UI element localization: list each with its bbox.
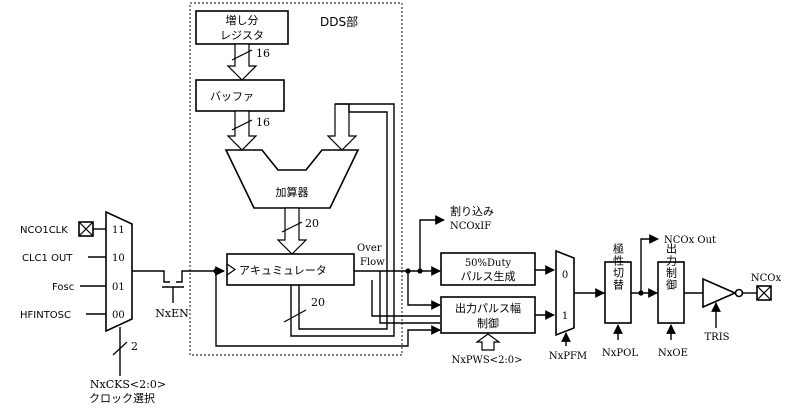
output-mux [555, 249, 575, 337]
output-mux-input-1: 1 [562, 311, 568, 322]
bus-width-acc-feedback: 20 [311, 296, 325, 309]
input-label-nco1clk: NCO1CLK [20, 225, 68, 236]
bus-width-adder-to-acc: 20 [305, 217, 319, 230]
bus-slash-nxcks [112, 341, 128, 356]
buffer-label: バッファ [210, 90, 254, 103]
tris-label: TRIS [705, 332, 730, 343]
bus-width-reg-to-buffer: 16 [256, 47, 270, 60]
nco1clk-pin-cross-2 [78, 221, 94, 237]
nxpws-label: NxPWS<2:0> [451, 355, 522, 366]
ncox-pin-cross-2 [756, 285, 772, 301]
interrupt-label-2: NCOxIF [450, 221, 491, 232]
pulse-width-ctrl-label-2: 制御 [477, 316, 499, 330]
output-buffer-triangle [702, 277, 737, 309]
ncox-out-label: NCOx Out [664, 235, 716, 246]
output-ctrl-label: 出力制御 [665, 242, 678, 291]
increment-register-label-2: レジスタ [220, 29, 264, 42]
output-buffer-bubble [734, 288, 744, 298]
bus-width-buffer-to-adder: 16 [256, 116, 270, 129]
clock-to-pulse-width [215, 271, 441, 347]
interrupt-label-1: 割り込み [450, 204, 494, 218]
overflow-to-pulse-width [407, 271, 441, 310]
nxpol-label: NxPOL [602, 348, 638, 359]
pulse-width-ctrl-label-1: 出力パルス幅 [455, 301, 521, 315]
input-label-hfintosc: HFINTOSC [20, 310, 71, 321]
ncox-out-line [640, 234, 659, 293]
input-label-clc1out: CLC1 OUT [22, 253, 73, 264]
nxen-gate-to-acc [176, 266, 225, 283]
input-label-fosc: Fosc [52, 282, 74, 293]
increment-register-label-1: 増し分 [226, 14, 259, 27]
feedback-bus-outer [290, 103, 395, 337]
duty50-block [440, 252, 536, 286]
bus-width-nxcks: 2 [131, 340, 138, 353]
nxpws-arrow [475, 333, 501, 351]
bus-slash-acc-feedback [283, 309, 307, 323]
bus-slash-reg-to-buffer [231, 49, 253, 61]
input-mux-code-01: 01 [112, 282, 125, 293]
interrupt-line [419, 215, 445, 271]
bus-arrow-reg-to-buffer [226, 43, 258, 81]
output-mux-input-0: 0 [562, 270, 568, 281]
accumulator-label: アキュミュレータ [239, 264, 327, 277]
bus-slash-buffer-to-adder [231, 119, 253, 131]
nxcks-label: NxCKS<2:0> [90, 378, 166, 391]
dds-section-border [189, 2, 403, 356]
mux-to-nxen-gate [132, 270, 170, 283]
input-mux-code-00: 00 [112, 310, 125, 321]
input-mux [105, 210, 133, 333]
adder-block [224, 149, 360, 209]
overflow-label-2: Flow [360, 257, 385, 268]
acc-bus-to-pulse-width-b [371, 280, 440, 317]
output-ctrl-block [657, 261, 685, 324]
bus-slash-adder-to-acc [281, 221, 303, 233]
duty50-label-2: パルス生成 [461, 269, 516, 283]
feedback-bus-inner [298, 104, 388, 330]
input-mux-code-11: 11 [112, 225, 125, 236]
acc-bus-to-pulse-width-a [379, 271, 440, 324]
bus-arrow-feedback-into-adder [326, 103, 358, 151]
bus-arrow-buffer-to-adder [226, 110, 258, 151]
input-mux-code-10: 10 [112, 253, 125, 264]
pulse-width-ctrl-block [440, 296, 536, 334]
nxpfm-label: NxPFM [549, 351, 587, 362]
nxoe-label: NxOE [658, 348, 688, 359]
accumulator-clock-triangle [226, 263, 237, 276]
clock-select-label: クロック選択 [89, 391, 155, 405]
ncox-label: NCOx [751, 273, 782, 284]
bus-arrow-adder-to-acc [276, 207, 308, 255]
dds-section-label: DDS部 [320, 14, 358, 29]
adder-label: 加算器 [276, 185, 309, 199]
polarity-label: 極性切替 [612, 242, 625, 291]
duty50-label-1: 50%Duty [465, 258, 512, 269]
nxen-label: NxEN [155, 307, 189, 320]
accumulator-block [226, 253, 355, 286]
overflow-label-1: Over [357, 243, 382, 254]
buffer-block [195, 79, 285, 112]
